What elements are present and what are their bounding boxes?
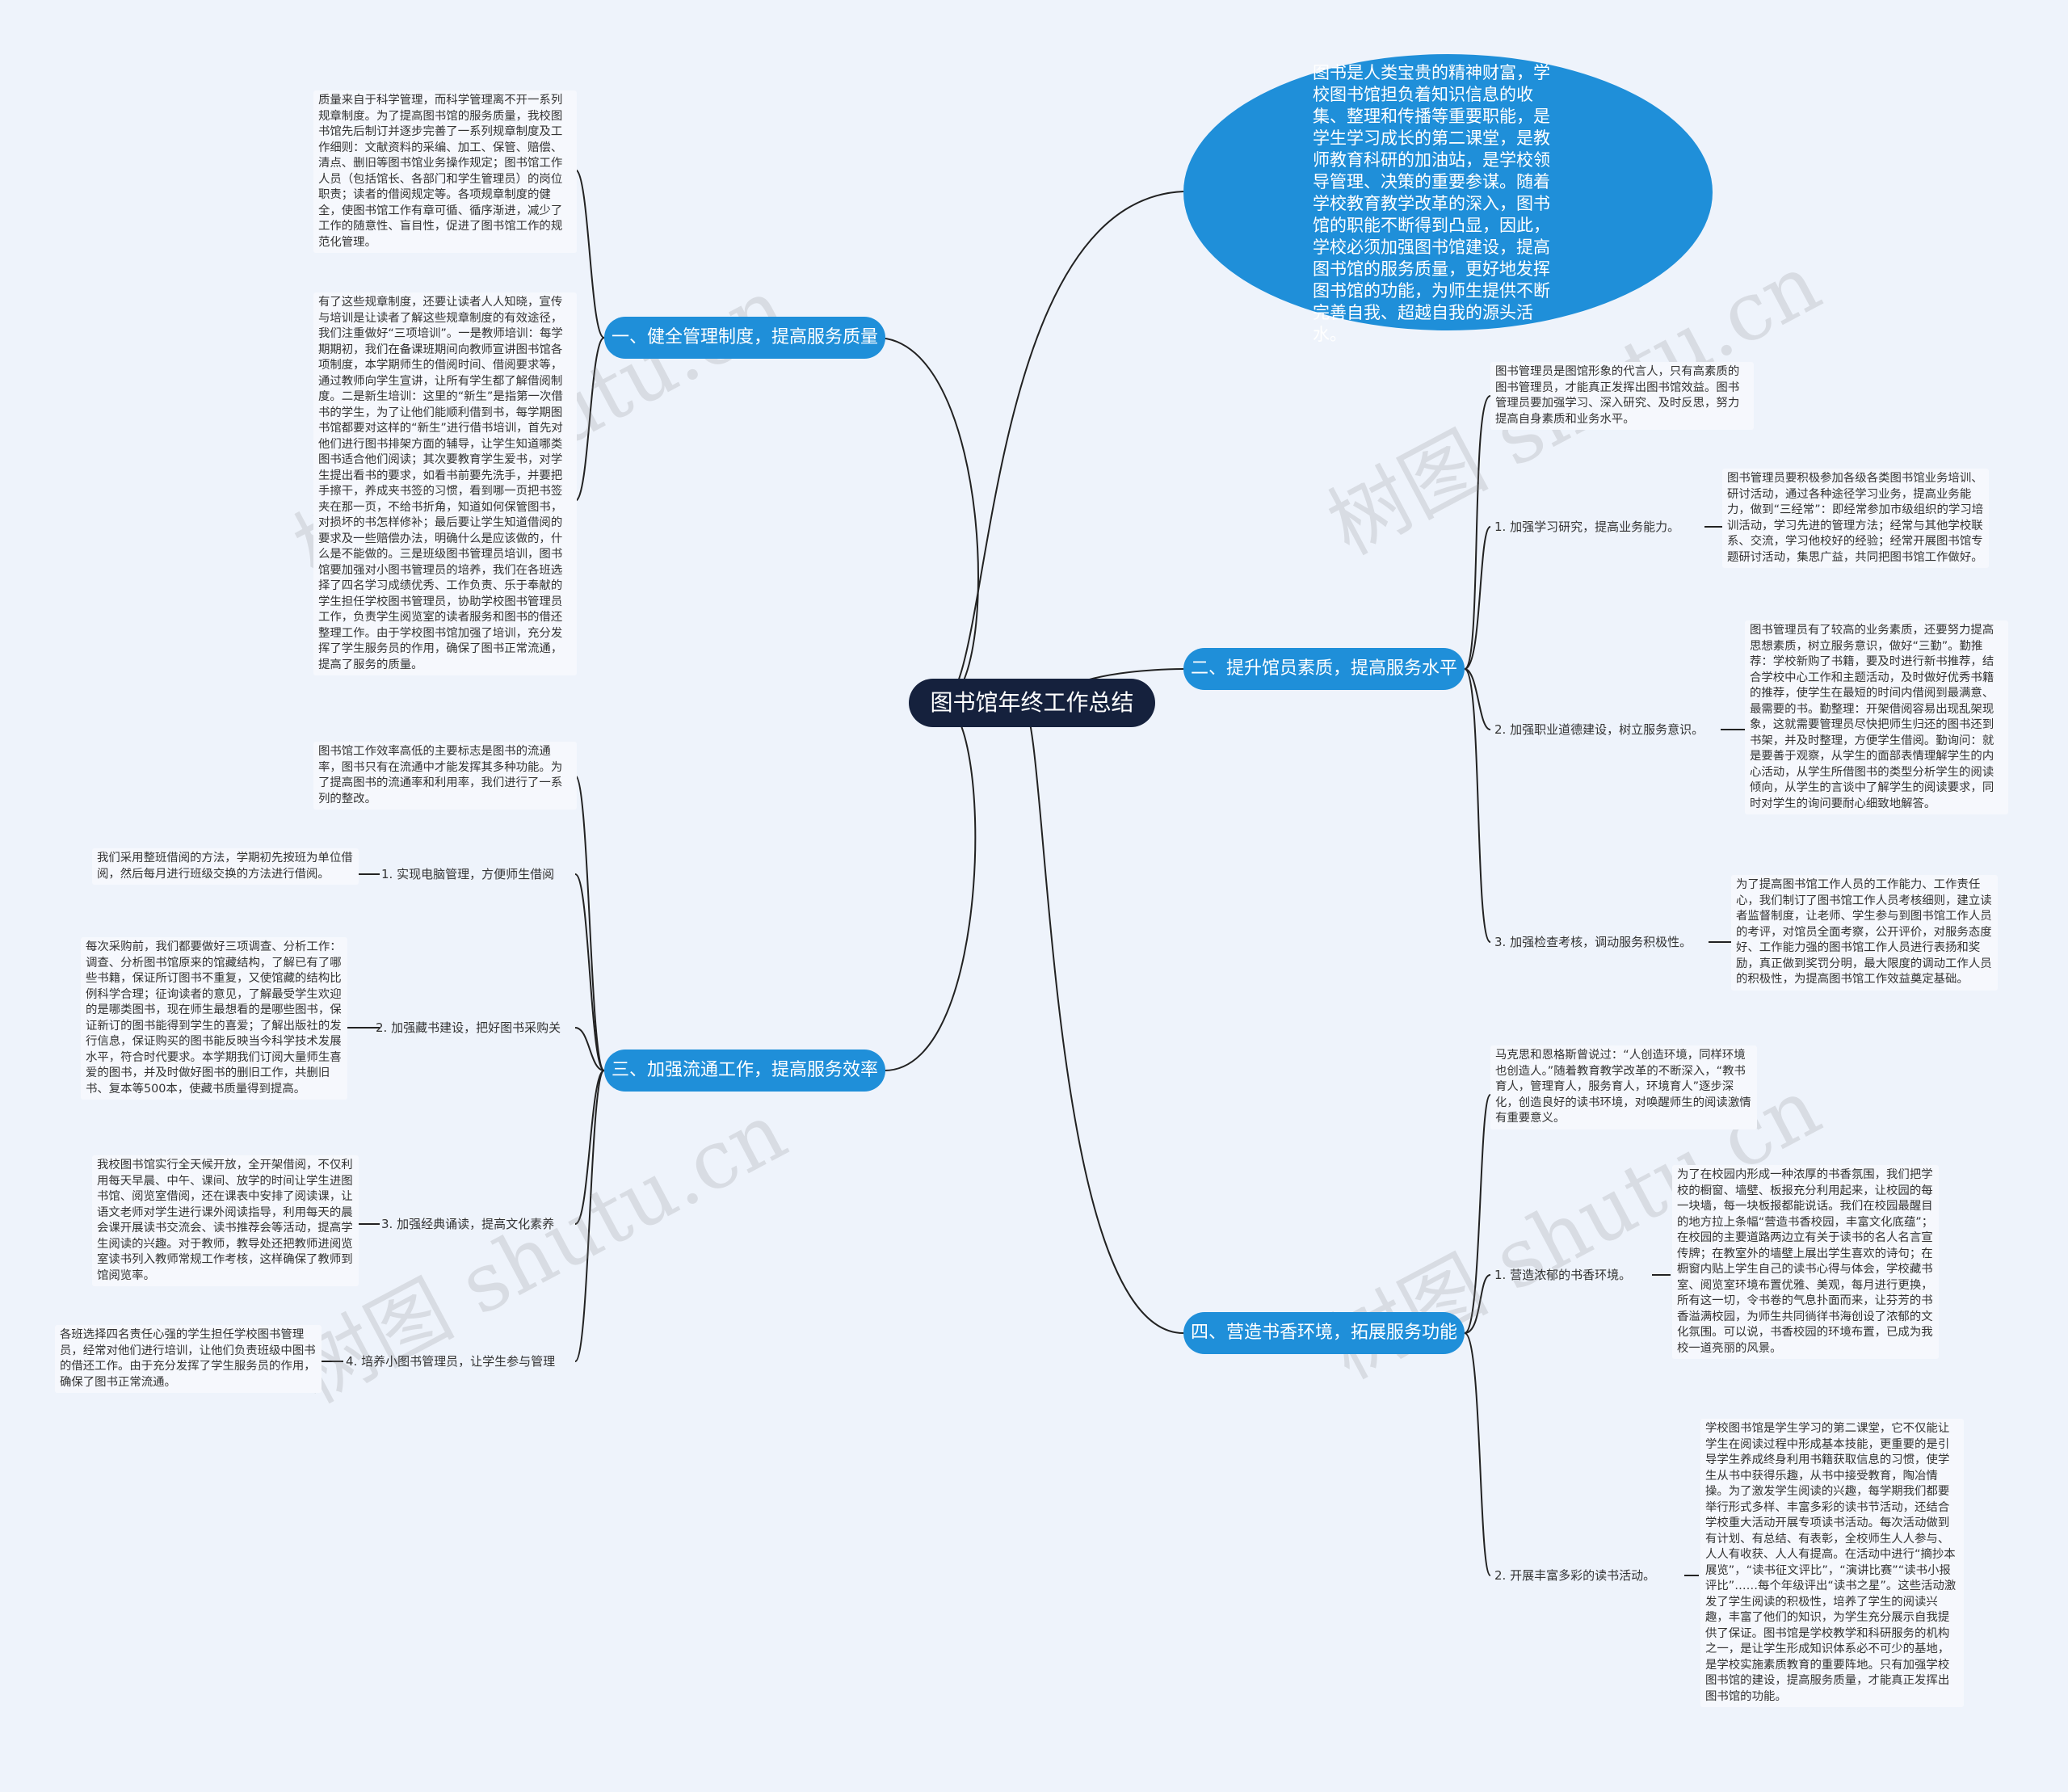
branch-1-note-2: 有了这些规章制度，还要让读者人人知晓，宣传与培训是让读者了解这些规章制度的有效途…	[313, 292, 577, 675]
branch-3-sub-3[interactable]: 3. 加强经典诵读，提高文化素养	[381, 1217, 555, 1231]
branch-4-sub-2-note: 学校图书馆是学生学习的第二课堂，它不仅能让学生在阅读过程中形成基本技能，更重要的…	[1700, 1419, 1964, 1707]
branch-4-sub-2[interactable]: 2. 开展丰富多彩的读书活动。	[1494, 1568, 1656, 1583]
branch-3-sub-2-note: 每次采购前，我们都要做好三项调查、分析工作：调查、分析图书馆原来的馆藏结构，了解…	[81, 937, 347, 1100]
branch-3-sub-4[interactable]: 4. 培养小图书管理员，让学生参与管理	[346, 1354, 556, 1369]
branch-4-node[interactable]: 四、营造书香环境，拓展服务功能	[1183, 1312, 1465, 1354]
branch-1-node[interactable]: 一、健全管理制度，提高服务质量	[604, 317, 885, 359]
branch-3-sub-1-note: 我们采用整班借阅的方法，学期初先按班为单位借阅，然后每月进行班级交换的方法进行借…	[92, 848, 359, 885]
branch-3-intro: 图书馆工作效率高低的主要标志是图书的流通率，图书只有在流通中才能发挥其多种功能。…	[313, 742, 577, 810]
branch-2-sub-2[interactable]: 2. 加强职业道德建设，树立服务意识。	[1494, 722, 1704, 737]
branch-2-sub-3-note: 为了提高图书馆工作人员的工作能力、工作责任心，我们制订了图书馆工作人员考核细则，…	[1731, 875, 1998, 991]
branch-1-note-1: 质量来自于科学管理，而科学管理离不开一系列规章制度。为了提高图书馆的服务质量，我…	[313, 90, 577, 253]
branch-3-sub-2[interactable]: 2. 加强藏书建设，把好图书采购关	[376, 1020, 561, 1035]
intro-cloud-node[interactable]: 图书是人类宝贵的精神财富，学校图书馆担负着知识信息的收集、整理和传播等重要职能，…	[1183, 54, 1713, 344]
central-topic[interactable]: 图书馆年终工作总结	[909, 679, 1155, 727]
branch-3-node[interactable]: 三、加强流通工作，提高服务效率	[604, 1050, 885, 1092]
intro-text: 图书是人类宝贵的精神财富，学校图书馆担负着知识信息的收集、整理和传播等重要职能，…	[1313, 63, 1550, 344]
branch-2-sub-1[interactable]: 1. 加强学习研究，提高业务能力。	[1494, 520, 1680, 534]
branch-2-sub-1-note: 图书管理员要积极参加各级各类图书馆业务培训、研讨活动，通过各种途径学习业务，提高…	[1722, 469, 1989, 568]
branch-2-node[interactable]: 二、提升馆员素质，提高服务水平	[1183, 648, 1465, 690]
branch-2-sub-2-note: 图书管理员有了较高的业务素质，还要努力提高思想素质，树立服务意识，做好“三勤”。…	[1745, 620, 2008, 814]
branch-3-sub-4-note: 各班选择四名责任心强的学生担任学校图书管理员，经常对他们进行培训，让他们负责班级…	[55, 1325, 322, 1393]
branch-2-intro: 图书管理员是图馆形象的代言人，只有高素质的图书管理员，才能真正发挥出图书馆效益。…	[1490, 362, 1754, 430]
branch-3-sub-1[interactable]: 1. 实现电脑管理，方便师生借阅	[381, 867, 555, 881]
branch-4-sub-1-note: 为了在校园内形成一种浓厚的书香氛围，我们把学校的橱窗、墙壁、板报充分利用起来，让…	[1672, 1165, 1939, 1359]
branch-4-sub-1[interactable]: 1. 营造浓郁的书香环境。	[1494, 1268, 1632, 1282]
branch-2-sub-3[interactable]: 3. 加强检查考核，调动服务积极性。	[1494, 935, 1692, 949]
branch-3-sub-3-note: 我校图书馆实行全天候开放，全开架借阅，不仅利用每天早晨、中午、课间、放学的时间让…	[92, 1155, 359, 1286]
branch-4-intro: 马克思和恩格斯曾说过：“人创造环境，同样环境也创造人。”随着教育教学改革的不断深…	[1490, 1045, 1757, 1129]
